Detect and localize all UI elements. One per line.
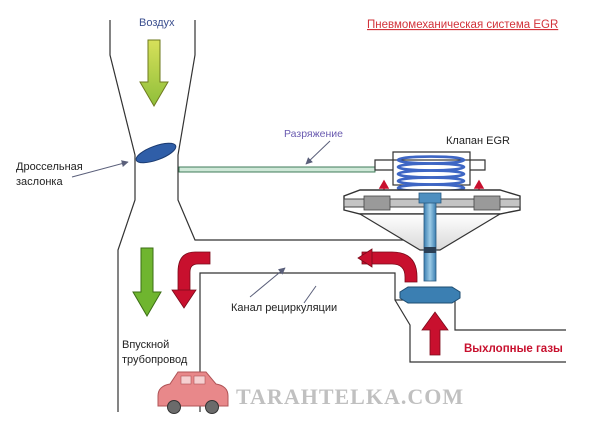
recirculation-arrow-left xyxy=(171,251,211,309)
intake-label-line2: трубопровод xyxy=(122,354,188,366)
egr-valve-label: Клапан EGR xyxy=(446,135,510,147)
throttle-pointer xyxy=(71,160,129,178)
watermark-text: TARAHTELKA.COM xyxy=(236,384,464,409)
car-logo-icon xyxy=(157,371,229,414)
vacuum-line xyxy=(178,166,376,173)
vacuum-pointer xyxy=(305,140,331,165)
throttle-plate xyxy=(135,142,177,164)
exhaust-arrow xyxy=(421,311,449,356)
diagram-title: Пневмомеханическая система EGR xyxy=(367,19,558,31)
air-label: Воздух xyxy=(139,17,175,29)
throttle-label-line2: заслонка xyxy=(16,176,63,188)
valve-spring xyxy=(396,155,466,193)
recirc-pointer-left xyxy=(249,267,286,298)
air-duct xyxy=(109,20,410,412)
vacuum-label: Разряжение xyxy=(284,128,343,140)
recirculation-arrow-right xyxy=(357,248,418,283)
recirc-channel-label: Канал рециркуляции xyxy=(231,302,337,314)
intake-label-line1: Впускной xyxy=(122,339,169,351)
air-arrow xyxy=(139,39,169,107)
valve-disc xyxy=(399,286,461,304)
throttle-label-line1: Дроссельная xyxy=(16,161,83,173)
egr-valve xyxy=(343,151,521,304)
recirc-pointer-right xyxy=(303,285,317,304)
intake-arrow xyxy=(132,247,162,317)
valve-stem xyxy=(423,195,437,282)
exhaust-label: Выхлопные газы xyxy=(464,343,563,355)
